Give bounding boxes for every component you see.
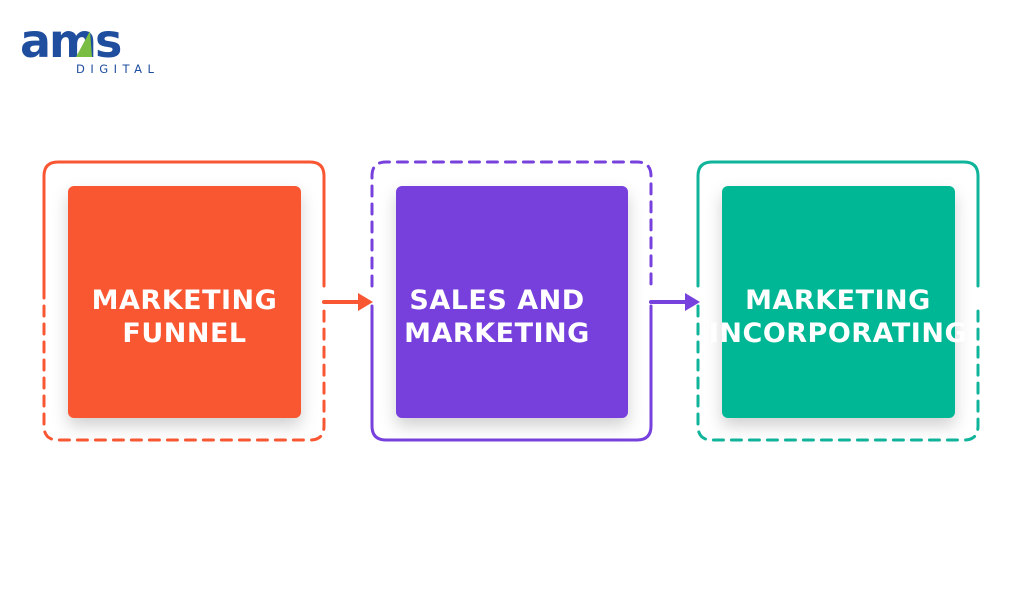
logo-wordmark: ams [20, 14, 121, 68]
step-2-card [396, 186, 628, 418]
step-sales-and-marketing: SALES AND MARKETING [370, 160, 653, 442]
step-3-frame-solid [696, 160, 980, 288]
step-marketing-incorporating: MARKETING INCORPORATING [696, 160, 980, 442]
step-1-card [68, 186, 301, 418]
step-2-frame-solid [370, 304, 653, 442]
step-1-label-line-2: FUNNEL [122, 318, 246, 349]
logo: ams DIGITAL [20, 14, 159, 76]
step-3-frame-dashed [696, 304, 980, 442]
connector-2 [649, 293, 700, 311]
step-3-card [722, 186, 955, 418]
logo-subtitle: DIGITAL [76, 62, 159, 76]
step-1-frame-solid [42, 160, 326, 300]
step-marketing-funnel: MARKETING FUNNEL [42, 160, 326, 442]
connector-1 [322, 293, 373, 311]
step-3-label-line-2: INCORPORATING [709, 318, 967, 349]
logo-wordmark-text: ams [20, 14, 121, 68]
connector-2-arrow-icon [685, 293, 700, 311]
step-3-label-line-1: MARKETING [745, 285, 931, 316]
logo-accent-icon [76, 31, 92, 57]
step-2-frame-dashed [370, 160, 653, 288]
connector-1-arrow-icon [358, 293, 373, 311]
step-1-label-line-1: MARKETING [92, 285, 278, 316]
step-2-label-line-2: MARKETING [404, 318, 590, 349]
step-2-label-line-1: SALES AND [409, 285, 584, 316]
step-1-frame-dashed [42, 304, 326, 442]
